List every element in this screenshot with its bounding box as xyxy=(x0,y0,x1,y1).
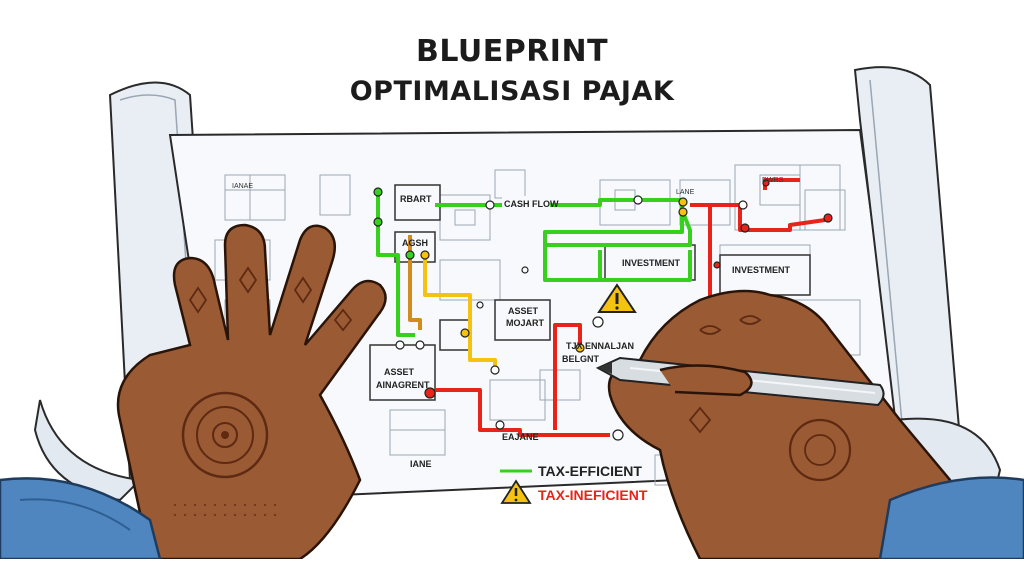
label-asset-left-1: ASSET xyxy=(384,367,415,377)
connection-nodes xyxy=(373,179,833,441)
title-line-2: OPTIMALISASI PAJAK xyxy=(349,76,675,107)
diagram-labels: RBART AGSH CASH FLOW INVESTMENT INVESTME… xyxy=(232,177,791,469)
label-asset-top-2: MOJART xyxy=(506,318,545,328)
label-investment-2: INVESTMENT xyxy=(732,265,791,275)
label-asset-left-2: AINAGRENT xyxy=(376,380,430,390)
mixed-routes xyxy=(408,235,497,368)
right-hand xyxy=(595,289,1024,561)
label-agsh: AGSH xyxy=(402,238,428,248)
label-iane: IANE xyxy=(410,459,432,469)
title-line-1: BLUEPRINT xyxy=(415,34,609,69)
legend-warning-icon xyxy=(500,479,532,504)
blueprint-boxes xyxy=(369,184,811,401)
legend-inefficient-label: TAX-INEFICIENT xyxy=(538,487,648,503)
label-investment-1: INVESTMENT xyxy=(622,258,681,268)
label-ianae: IANAE xyxy=(232,183,253,190)
label-lane: LANE xyxy=(676,189,695,196)
label-cash-flow: CASH FLOW xyxy=(504,199,559,209)
left-hand xyxy=(0,223,387,561)
legend: TAX-EFFICIENT TAX-INEFICIENT xyxy=(500,463,648,504)
legend-efficient-label: TAX-EFFICIENT xyxy=(538,463,642,479)
label-dwrs: DWRS xyxy=(762,177,784,184)
label-asset-top-1: ASSET xyxy=(508,306,539,316)
warning-triangle-icon xyxy=(597,283,637,313)
label-eajane: EAJANE xyxy=(502,432,539,442)
label-tax-lower-1: TJX ENNALJAN xyxy=(566,341,634,351)
label-rbart: RBART xyxy=(400,194,432,204)
label-tax-lower-2: BELGNT xyxy=(562,354,600,364)
